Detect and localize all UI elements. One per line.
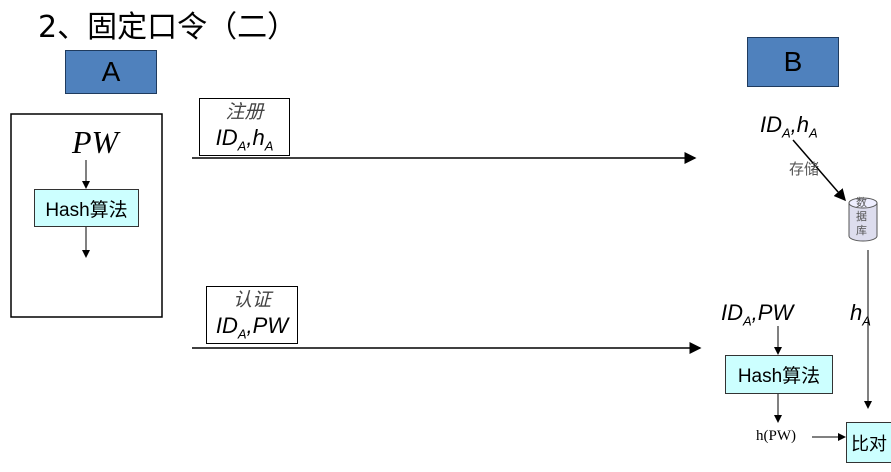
- compare-box: 比对: [846, 422, 891, 463]
- auth-label: 认证 IDA,PW: [206, 286, 298, 344]
- client-frame: [10, 113, 163, 318]
- database-icon: [848, 197, 878, 242]
- input-id-pw: IDA,PW: [721, 300, 794, 329]
- stored-id-hash: IDA,hA: [760, 112, 818, 141]
- database-label: 数据库: [856, 196, 867, 237]
- hash-algorithm-box-b: Hash算法: [725, 355, 833, 394]
- pw-input-label: PW: [72, 124, 119, 160]
- page-title: 2、固定口令（二）: [38, 10, 298, 45]
- store-arrow: [792, 139, 846, 202]
- h-a-label: hA: [850, 300, 871, 329]
- register-label: 注册 IDA,hA: [199, 98, 290, 156]
- hpw-label: h(PW): [756, 428, 796, 444]
- party-a-box: A: [65, 50, 157, 94]
- store-label: 存储: [789, 160, 820, 178]
- hash-algorithm-box-a: Hash算法: [34, 189, 139, 227]
- party-b-box: B: [747, 37, 839, 87]
